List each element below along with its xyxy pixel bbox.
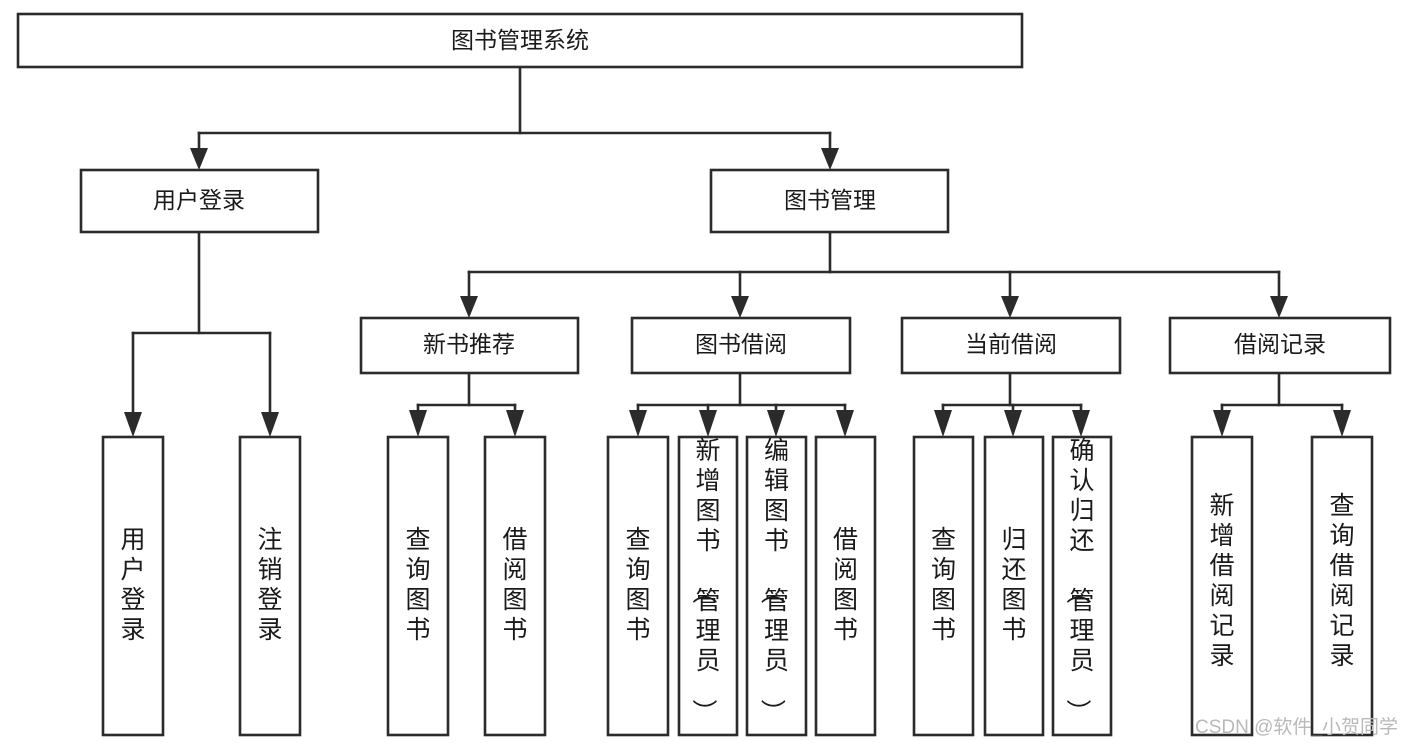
arrow-to-leaf-query-borrow-record <box>1333 410 1351 437</box>
new-book-recommend-box[interactable] <box>359 316 580 375</box>
book-management-label: 图书管理 <box>784 187 876 213</box>
arrow-to-user-login <box>190 148 208 170</box>
arrow-to-current-borrow <box>1001 296 1019 318</box>
node-borrow-record[interactable]: 借阅记录 <box>1168 316 1392 375</box>
leaf-add-book-admin-label: 新增图书（管理员） <box>689 437 720 724</box>
leaf-add-borrow-record-label: 新增借阅记录 <box>1209 492 1234 670</box>
arrow-to-borrow-record <box>1270 296 1288 318</box>
leaf-query-book-borrow-box[interactable] <box>606 435 670 737</box>
connector-layer <box>124 65 1351 437</box>
node-book-management[interactable]: 图书管理 <box>709 168 950 234</box>
arrow-to-leaf-add-book-admin <box>699 410 717 437</box>
leaf-borrow-book-label: 借阅图书 <box>833 526 858 644</box>
arrow-to-leaf-borrow-book <box>836 410 854 437</box>
leaf-query-borrow-record-box[interactable] <box>1310 435 1374 737</box>
arrow-to-book-borrow <box>731 296 749 318</box>
leaf-query-book-borrow-label: 查询图书 <box>625 526 650 644</box>
node-leaf-query-book-current[interactable]: 查询图书 <box>912 435 975 737</box>
borrow-record-label: 借阅记录 <box>1234 331 1326 357</box>
leaf-confirm-return-admin-box[interactable] <box>1051 435 1113 737</box>
leaf-add-book-admin-box[interactable] <box>677 435 739 737</box>
current-borrow-label: 当前借阅 <box>965 331 1057 357</box>
node-leaf-query-book-recommend[interactable]: 查询图书 <box>386 435 450 737</box>
leaf-borrow-book-recommend-box[interactable] <box>483 435 547 737</box>
book-management-box[interactable] <box>709 168 950 234</box>
node-leaf-borrow-book-recommend[interactable]: 借阅图书 <box>483 435 547 737</box>
arrow-to-leaf-query-book-borrow <box>629 410 647 437</box>
user-login-label: 用户登录 <box>153 187 245 213</box>
node-user-login[interactable]: 用户登录 <box>79 168 320 234</box>
arrow-to-leaf-return-book <box>1004 410 1022 437</box>
arrow-to-book-management <box>821 148 839 170</box>
node-root[interactable]: 图书管理系统 <box>16 12 1024 69</box>
current-borrow-box[interactable] <box>900 316 1122 375</box>
leaf-query-book-recommend-box[interactable] <box>386 435 450 737</box>
node-leaf-logout[interactable]: 注销登录 <box>238 435 302 737</box>
leaf-logout-box[interactable] <box>238 435 302 737</box>
root-label: 图书管理系统 <box>451 27 589 53</box>
root-box[interactable] <box>16 12 1024 69</box>
node-leaf-borrow-book[interactable]: 借阅图书 <box>814 435 877 737</box>
leaf-add-borrow-record-box[interactable] <box>1190 435 1254 737</box>
borrow-record-box[interactable] <box>1168 316 1392 375</box>
leaf-edit-book-admin-box[interactable] <box>745 435 808 737</box>
node-leaf-query-book-borrow[interactable]: 查询图书 <box>606 435 670 737</box>
arrow-to-leaf-logout <box>261 412 279 437</box>
leaf-edit-book-admin-label: 编辑图书（管理员） <box>758 437 789 724</box>
arrow-to-new-book-recommend <box>460 296 478 318</box>
node-new-book-recommend[interactable]: 新书推荐 <box>359 316 580 375</box>
new-book-recommend-label: 新书推荐 <box>423 331 515 357</box>
arrow-to-leaf-query-book-current <box>934 410 952 437</box>
arrow-to-leaf-edit-book-admin <box>767 410 785 437</box>
leaf-user-login-label: 用户登录 <box>120 526 145 644</box>
leaf-query-book-current-label: 查询图书 <box>931 526 956 644</box>
leaf-query-book-recommend-label: 查询图书 <box>405 526 430 644</box>
node-book-borrow[interactable]: 图书借阅 <box>630 316 852 375</box>
user-login-box[interactable] <box>79 168 320 234</box>
node-leaf-edit-book-admin[interactable]: 编辑图书（管理员） <box>745 435 808 737</box>
arrow-to-leaf-borrow-book-recommend <box>506 410 524 437</box>
leaf-borrow-book-box[interactable] <box>814 435 877 737</box>
leaf-confirm-return-admin-label: 确认归还（管理员） <box>1063 437 1094 724</box>
node-leaf-add-borrow-record[interactable]: 新增借阅记录 <box>1190 435 1254 737</box>
node-leaf-return-book[interactable]: 归还图书 <box>983 435 1045 737</box>
arrow-to-leaf-query-book-recommend <box>409 410 427 437</box>
leaf-return-book-box[interactable] <box>983 435 1045 737</box>
book-borrow-label: 图书借阅 <box>695 331 787 357</box>
leaf-logout-label: 注销登录 <box>257 526 282 644</box>
node-leaf-confirm-return-admin[interactable]: 确认归还（管理员） <box>1051 435 1113 737</box>
node-leaf-user-login[interactable]: 用户登录 <box>101 435 165 737</box>
book-borrow-box[interactable] <box>630 316 852 375</box>
leaf-user-login-box[interactable] <box>101 435 165 737</box>
arrow-to-leaf-user-login <box>124 412 142 437</box>
leaf-return-book-label: 归还图书 <box>1001 526 1026 644</box>
node-current-borrow[interactable]: 当前借阅 <box>900 316 1122 375</box>
leaf-node-layer: 用户登录 注销登录 查询图书 借阅图书 查询图书 新增图书（管理员） 编辑图书（管理员） 借阅… <box>101 435 1374 737</box>
leaf-borrow-book-recommend-label: 借阅图书 <box>502 526 527 644</box>
node-leaf-add-book-admin[interactable]: 新增图书（管理员） <box>677 435 739 737</box>
node-leaf-query-borrow-record[interactable]: 查询借阅记录 <box>1310 435 1374 737</box>
csdn-watermark: CSDN @软件_小贺同学 <box>1195 716 1398 738</box>
arrow-to-leaf-add-borrow-record <box>1213 410 1231 437</box>
arrow-to-leaf-confirm-return-admin <box>1072 410 1090 437</box>
leaf-query-borrow-record-label: 查询借阅记录 <box>1329 492 1354 670</box>
leaf-query-book-current-box[interactable] <box>912 435 975 737</box>
